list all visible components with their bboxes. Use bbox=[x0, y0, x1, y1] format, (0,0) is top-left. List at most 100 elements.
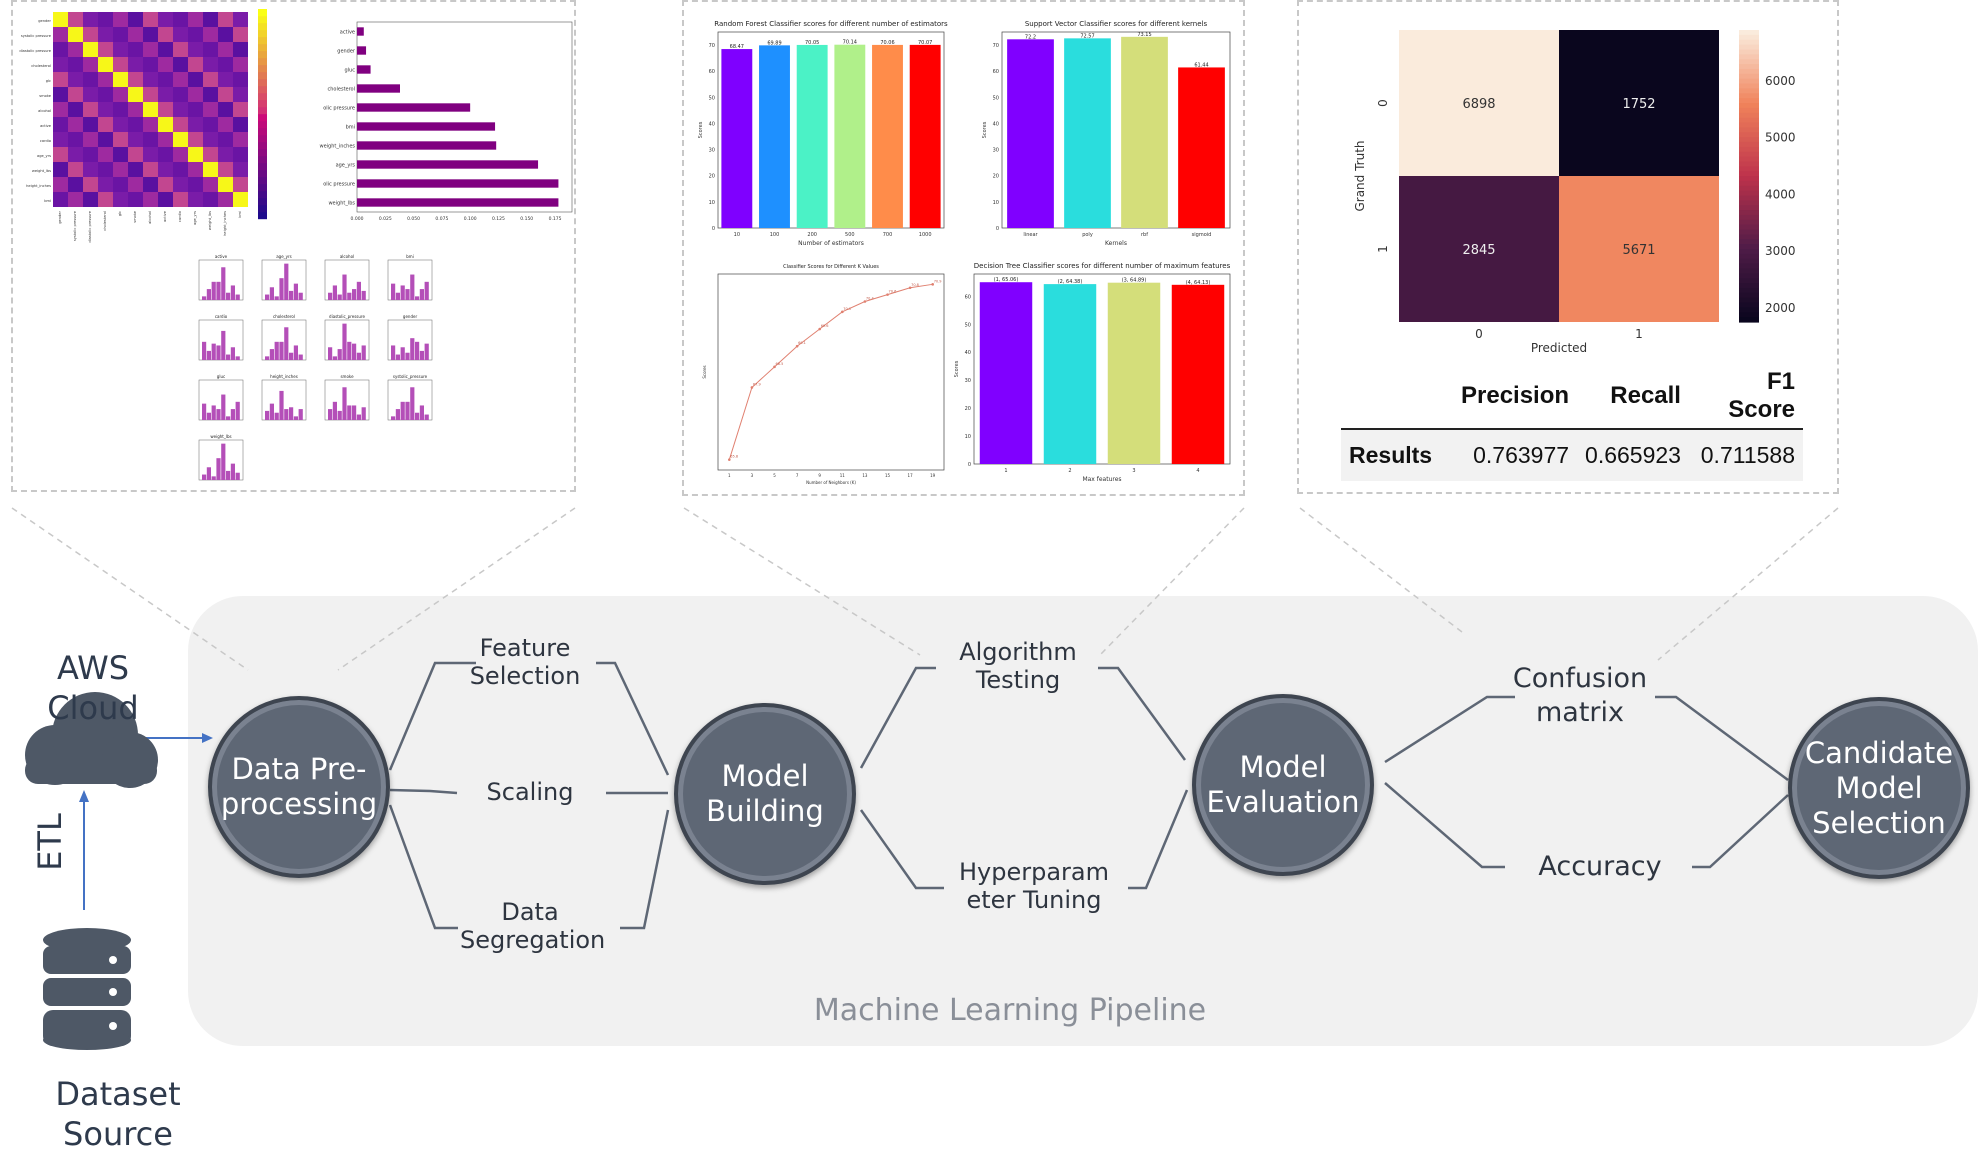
colorbar-segment bbox=[1739, 146, 1759, 153]
y-tick-label: 70 bbox=[709, 43, 715, 49]
histogram-bar bbox=[419, 350, 424, 360]
heatmap-cell bbox=[173, 192, 188, 207]
heatmap-cell bbox=[128, 192, 143, 207]
heatmap-cell bbox=[233, 72, 248, 87]
histogram-bar bbox=[352, 405, 357, 420]
heatmap-cell bbox=[188, 132, 203, 147]
heatmap-cell bbox=[113, 72, 128, 87]
y-tick-label: 0 bbox=[712, 226, 715, 232]
heatmap-cell bbox=[83, 147, 98, 162]
label-line: Data bbox=[501, 898, 559, 926]
histogram-title: alcohol bbox=[340, 254, 354, 259]
data-label: 61.44 bbox=[1194, 62, 1208, 68]
histogram-bar bbox=[347, 292, 352, 300]
heatmap-cell bbox=[113, 192, 128, 207]
heatmap-col-label: active bbox=[163, 210, 167, 222]
chart-title: Decision Tree Classifier scores for diff… bbox=[974, 262, 1231, 270]
histogram-bar bbox=[395, 409, 400, 420]
heatmap-cell bbox=[68, 72, 83, 87]
histogram-bar bbox=[332, 285, 337, 300]
histogram-bar bbox=[410, 274, 415, 300]
matrix-cell bbox=[1559, 30, 1719, 176]
heatmap-cell bbox=[143, 162, 158, 177]
colorbar-segment bbox=[1739, 176, 1759, 182]
data-point bbox=[728, 458, 731, 461]
bar bbox=[357, 65, 371, 74]
histogram-bar bbox=[221, 267, 226, 300]
heatmap-cell bbox=[128, 87, 143, 102]
histogram-bar bbox=[424, 414, 429, 420]
heatmap-cell bbox=[203, 117, 218, 132]
y-tick-label: 40 bbox=[709, 121, 715, 127]
heatmap-cell bbox=[143, 42, 158, 57]
heatmap-cell bbox=[128, 117, 143, 132]
colorbar-segment bbox=[1739, 292, 1759, 299]
histogram-bar bbox=[206, 467, 211, 480]
heatmap-cell bbox=[98, 72, 113, 87]
data-label: (1, 65.06) bbox=[994, 277, 1019, 283]
heatmap-cell bbox=[173, 42, 188, 57]
heatmap-cell bbox=[53, 72, 68, 87]
heatmap-colorbar-segment bbox=[258, 16, 267, 24]
bar bbox=[357, 122, 496, 131]
heatmap-cell bbox=[188, 192, 203, 207]
y-tick-label: 10 bbox=[993, 200, 999, 206]
model-scores-panel: Random Forest Classifier scores for diff… bbox=[682, 0, 1245, 496]
heatmap-row-label: smoke bbox=[39, 94, 52, 98]
histogram-bar bbox=[216, 345, 221, 360]
histogram-bar bbox=[400, 401, 405, 420]
heatmap-cell bbox=[203, 192, 218, 207]
colorbar-segment bbox=[1739, 151, 1759, 158]
bar bbox=[1121, 36, 1168, 228]
histogram-bar bbox=[265, 294, 270, 300]
y-axis-label: Scores bbox=[954, 360, 960, 377]
colorbar-segment bbox=[1739, 253, 1759, 260]
histogram-bar bbox=[347, 405, 352, 420]
colorbar-segment bbox=[1739, 103, 1759, 109]
histogram-bar bbox=[211, 281, 216, 300]
heatmap-cell bbox=[113, 102, 128, 117]
y-tick-label: gluc bbox=[345, 67, 356, 73]
histogram-bar bbox=[391, 345, 396, 360]
callout-lines bbox=[11, 507, 1839, 671]
histogram-bar bbox=[235, 294, 240, 300]
data-label: 70.8 bbox=[911, 283, 919, 287]
colorbar-segment bbox=[1739, 39, 1759, 46]
model-scores-figure: Random Forest Classifier scores for diff… bbox=[698, 20, 1231, 485]
database-icon bbox=[43, 928, 131, 1050]
heatmap-cell bbox=[128, 72, 143, 87]
data-preprocessing-node[interactable]: Data Pre-processing bbox=[208, 696, 390, 878]
scaling-label: Scaling bbox=[460, 778, 600, 806]
heatmap-cell bbox=[218, 117, 233, 132]
heatmap-cell bbox=[203, 72, 218, 87]
heatmap-cell bbox=[158, 132, 173, 147]
node-label-line: Model bbox=[1239, 750, 1327, 784]
heatmap-cell bbox=[203, 102, 218, 117]
data-label: 69.6 bbox=[821, 324, 829, 328]
y-tick-label: 30 bbox=[993, 148, 999, 154]
bar bbox=[1043, 284, 1097, 464]
y-tick-label: 0 bbox=[968, 462, 971, 468]
heatmap-row-label: diastolic pressure bbox=[19, 49, 51, 53]
colorbar-segment bbox=[1739, 195, 1759, 201]
histogram-bar bbox=[274, 341, 279, 360]
colorbar-tick-label: 3000 bbox=[1765, 244, 1796, 258]
histogram-bar bbox=[298, 292, 303, 300]
histogram-bar bbox=[211, 343, 216, 360]
data-point bbox=[886, 293, 889, 296]
histogram-bar bbox=[400, 347, 405, 360]
heatmap-cell bbox=[203, 12, 218, 27]
histogram-bar bbox=[206, 412, 211, 420]
x-tick-label: 19 bbox=[930, 473, 936, 478]
heatmap-cell bbox=[83, 12, 98, 27]
histogram-bar bbox=[265, 356, 270, 360]
database-dots bbox=[109, 956, 117, 1030]
bar bbox=[1064, 38, 1111, 228]
data-label: 67.9 bbox=[753, 382, 761, 386]
heatmap-cell bbox=[158, 117, 173, 132]
label-line: Accuracy bbox=[1538, 851, 1662, 882]
